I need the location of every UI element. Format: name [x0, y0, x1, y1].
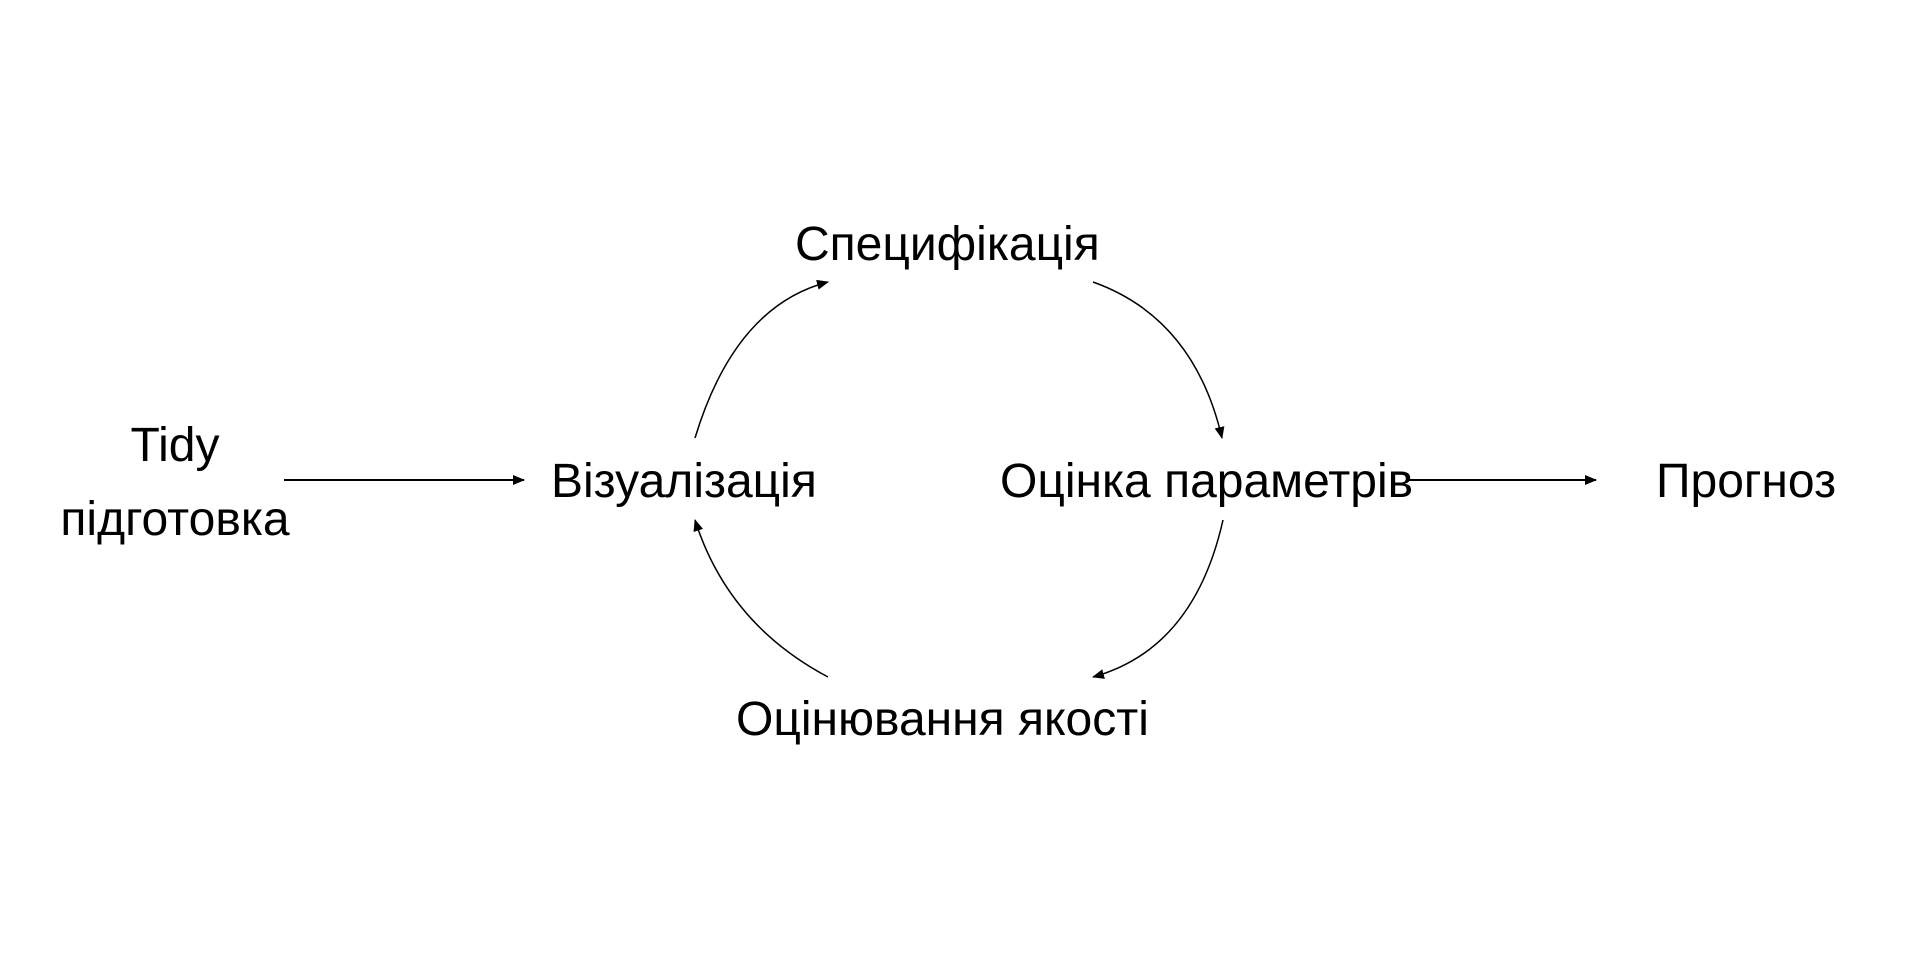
node-estimation: Оцінка параметрів — [1000, 455, 1414, 508]
node-specification: Специфікація — [795, 218, 1100, 271]
arrow-evaluation-to-visualization — [693, 519, 829, 678]
node-visualization: Візуалізація — [551, 455, 817, 508]
node-evaluation: Оцінювання якості — [736, 693, 1149, 746]
node-forecast: Прогноз — [1656, 455, 1837, 508]
node-tidy-line2: підготовка — [60, 493, 290, 546]
node-tidy-line1: Tidy — [130, 419, 220, 472]
node-tidy-preparation: Tidy підготовка — [40, 409, 310, 557]
arrow-visualization-to-specification — [694, 279, 829, 439]
arrow-estimation-to-evaluation — [1092, 519, 1224, 679]
arrow-specification-to-estimation — [1092, 281, 1225, 439]
